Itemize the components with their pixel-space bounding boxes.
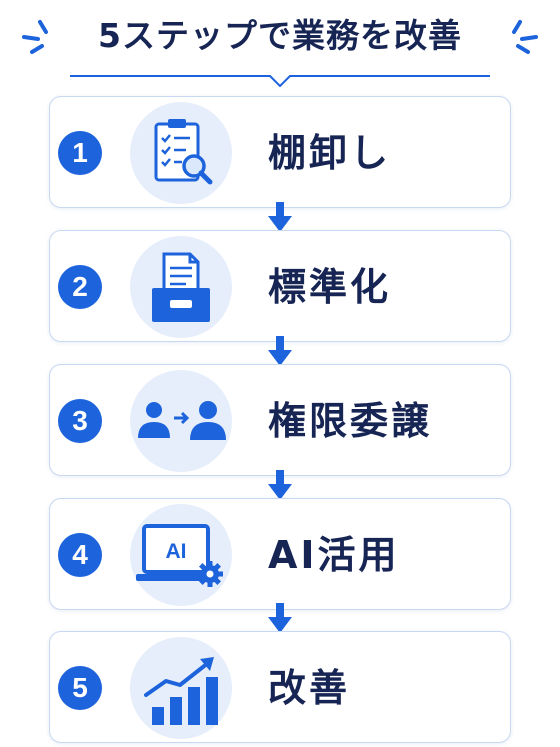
down-arrow-icon (268, 202, 292, 232)
down-arrow-icon (268, 603, 292, 633)
step-number-badge: 1 (58, 131, 102, 175)
left-sparkle-icon (22, 20, 48, 54)
step-card-5: 5 改善 (49, 631, 511, 743)
step-icon-circle (130, 236, 232, 338)
step-card-1: 1 棚卸し (49, 96, 511, 208)
clipboard-checklist-magnifier-icon (154, 119, 213, 185)
step-card-4: 4 AI AI活用 (49, 498, 511, 610)
step-number-badge: 2 (58, 265, 102, 309)
step-card-3: 3 権限委譲 (49, 364, 511, 476)
right-sparkle-icon (512, 20, 538, 54)
step-icon-circle (130, 637, 232, 739)
step-number-badge: 3 (58, 399, 102, 443)
ai-laptop-gear-icon: AI (136, 524, 223, 587)
step-number-badge: 4 (58, 533, 102, 577)
ai-screen-text: AI (166, 540, 187, 563)
document-tray-icon (152, 252, 210, 322)
down-arrow-icon (268, 470, 292, 500)
step-icon-circle (130, 370, 232, 472)
step-icon-circle (130, 102, 232, 204)
step-icon-circle: AI (130, 504, 232, 606)
header: 5ステップで業務を改善 (0, 0, 560, 96)
step-label: AI活用 (268, 533, 400, 577)
step-card-2: 2 標準化 (49, 230, 511, 342)
step-label: 権限委譲 (268, 399, 433, 443)
delegation-people-icon (138, 401, 226, 440)
down-arrow-icon (268, 336, 292, 366)
step-number-badge: 5 (58, 666, 102, 710)
growth-chart-icon (144, 657, 218, 725)
step-label: 棚卸し (268, 131, 392, 175)
step-label: 標準化 (268, 265, 392, 309)
title-underline (70, 75, 490, 88)
step-label: 改善 (268, 666, 351, 710)
page-title: 5ステップで業務を改善 (98, 16, 462, 55)
